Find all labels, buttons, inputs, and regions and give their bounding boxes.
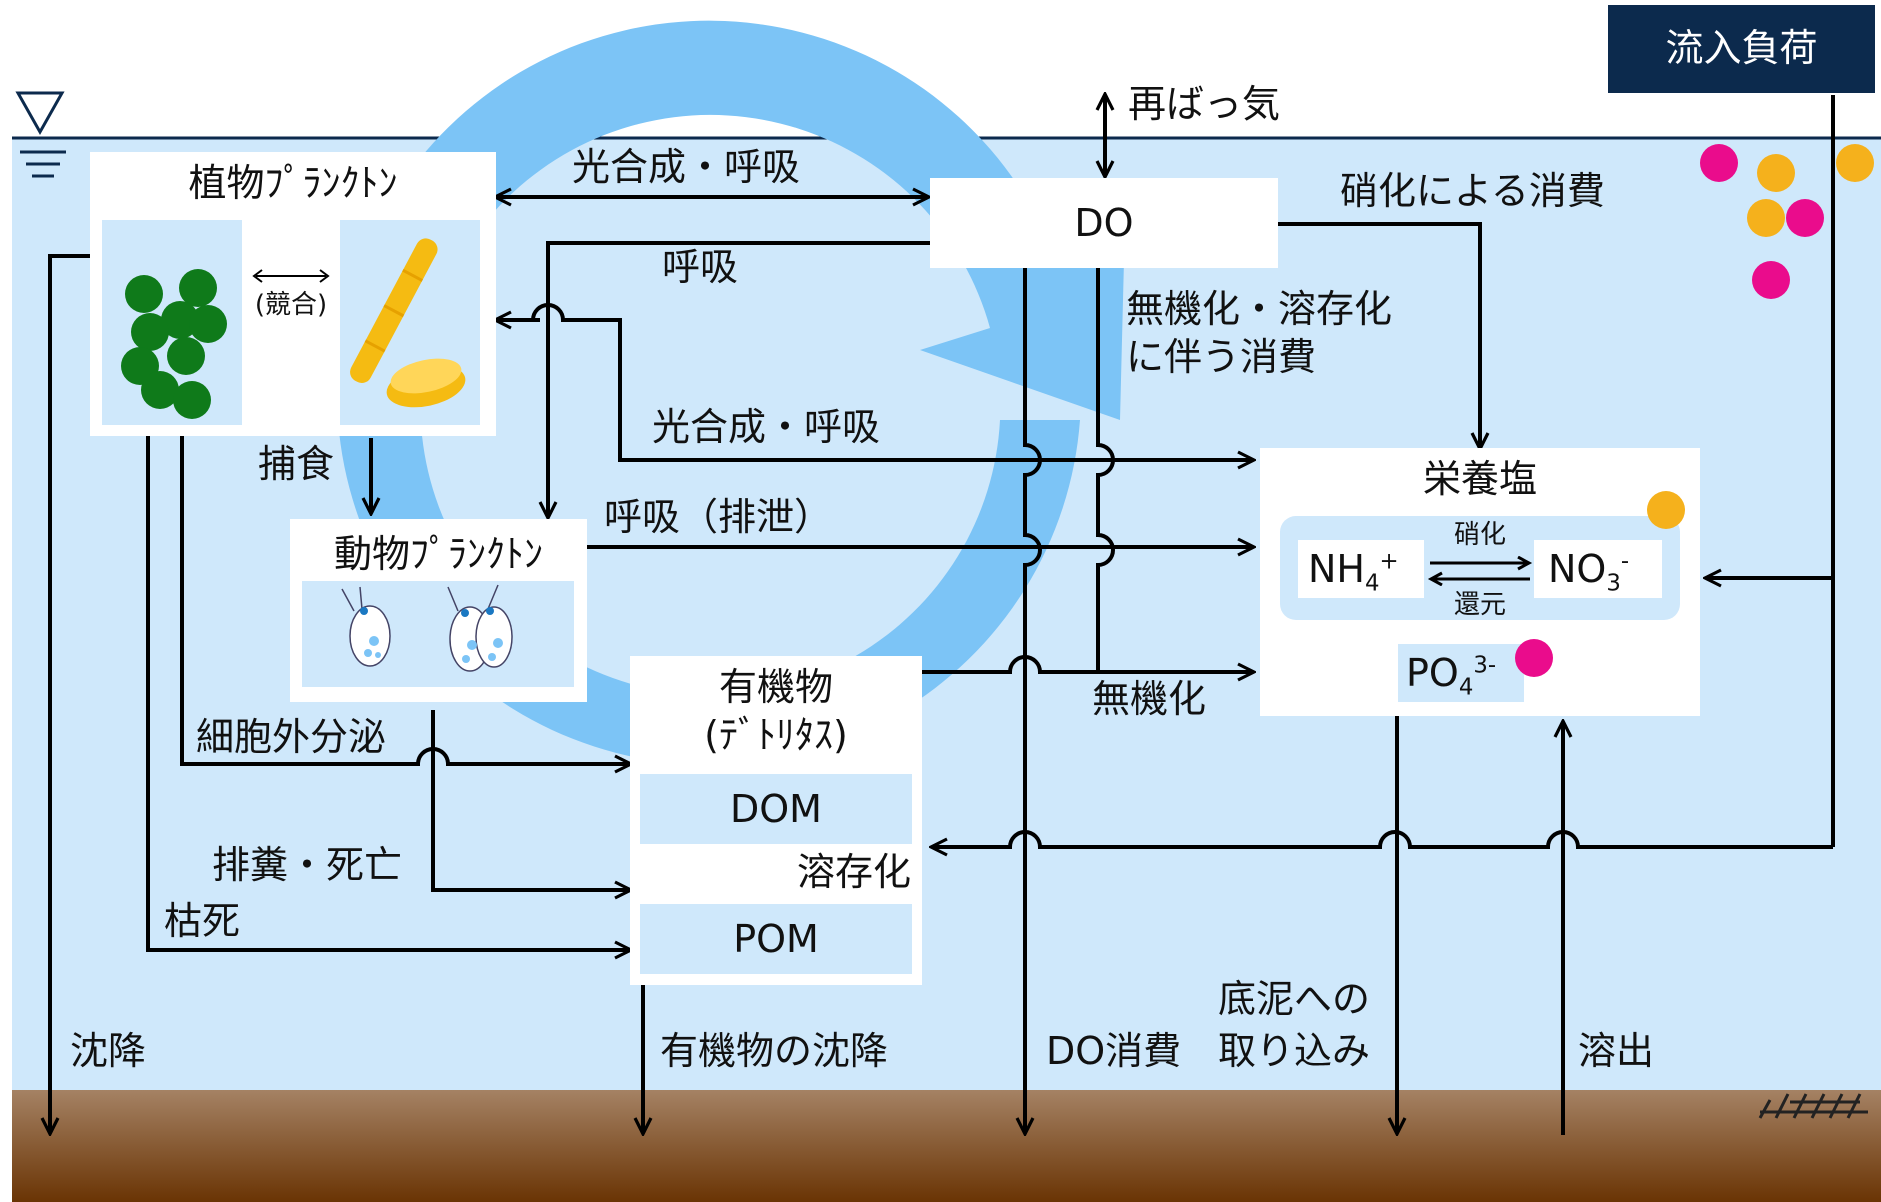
diatom-icon [350,238,466,408]
water-level-triangle-icon [15,91,66,178]
pom-label: POM [733,917,819,961]
po4-box: PO43- [1398,644,1524,702]
pom-box: POM [640,904,912,974]
mineralization-consumption-label-2: に伴う消費 [1126,335,1317,379]
green-algae-icon [121,269,227,419]
photosynthesis-respiration-mid-label: 光合成・呼吸 [652,405,881,449]
reduction-label: 還元 [1453,590,1506,620]
competition-label: (競合) [254,290,328,320]
no3-label: NO3- [1548,547,1630,597]
sediment-layer [12,1090,1881,1202]
zooplankton-image-panel [302,581,574,687]
nutrient-particles-icon [1700,144,1874,299]
photosynthesis-respiration-top-label: 光合成・呼吸 [572,145,801,189]
grazing-label: 捕食 [258,442,335,486]
nh4-box: NH4+ [1298,540,1424,598]
do-consumption-label: DO消費 [1046,1029,1182,1073]
settling-label: 沈降 [70,1029,147,1073]
daphnia-icon [341,584,513,672]
inflow-load-box: 流入負荷 [1608,5,1875,93]
no3-box: NO3- [1534,540,1662,598]
nitrification-consumption-label: 硝化による消費 [1340,169,1605,213]
nh4-label: NH4+ [1308,547,1399,597]
detritus-title: (ﾃﾞﾄﾘﾀｽ) [704,713,848,757]
circulation-arrow [337,20,1125,765]
dissolution-label: 溶存化 [797,850,912,894]
respiration-label: 呼吸 [662,245,739,289]
mineralization-label: 無機化 [1092,677,1207,721]
diatom-panel [340,220,480,425]
phytoplankton-title: 植物ﾌﾟﾗﾝｸﾄﾝ [188,161,398,205]
organic-matter-box: 有機物 (ﾃﾞﾄﾘﾀｽ) DOM POM [630,656,922,985]
sediment-uptake-label-1: 底泥への [1218,977,1371,1021]
dom-label: DOM [730,787,822,831]
nitrification-label: 硝化 [1453,520,1506,550]
respiration-excretion-label: 呼吸（排泄） [604,495,833,539]
inflow-load-label: 流入負荷 [1665,26,1818,70]
nutrients-box: 栄養塩 NH4+ NO3- 硝化 還元 PO43 [1260,448,1700,716]
po4-label: PO43- [1406,651,1497,701]
zooplankton-box: 動物ﾌﾟﾗﾝｸﾄﾝ [290,519,587,702]
reaeration-label: 再ばっ気 [1128,82,1281,126]
zooplankton-title: 動物ﾌﾟﾗﾝｸﾄﾝ [333,532,543,576]
do-box: DO [930,178,1278,268]
competition-arrow-icon [252,269,330,283]
nitrification-reduction-arrows [1427,556,1533,586]
dom-box: DOM [640,774,912,844]
phytoplankton-box: 植物ﾌﾟﾗﾝｸﾄﾝ [90,152,496,436]
extracellular-secretion-label: 細胞外分泌 [196,715,387,759]
excretion-death-label: 排糞・死亡 [212,843,403,887]
nutrients-title: 栄養塩 [1422,457,1537,501]
withering-label: 枯死 [164,899,241,943]
mineralization-consumption-label-1: 無機化・溶存化 [1126,287,1393,331]
nutrient-dots-icon [1515,491,1685,677]
sediment-uptake-label-2: 取り込み [1218,1029,1371,1073]
release-label: 溶出 [1578,1029,1655,1073]
green-algae-panel [102,220,242,425]
sediment-hatch-icon [1758,1093,1868,1119]
organic-title: 有機物 [718,665,833,709]
organic-settling-label: 有機物の沈降 [660,1029,889,1073]
nitrogen-panel: NH4+ NO3- 硝化 還元 [1280,516,1680,620]
do-label: DO [1074,201,1134,245]
